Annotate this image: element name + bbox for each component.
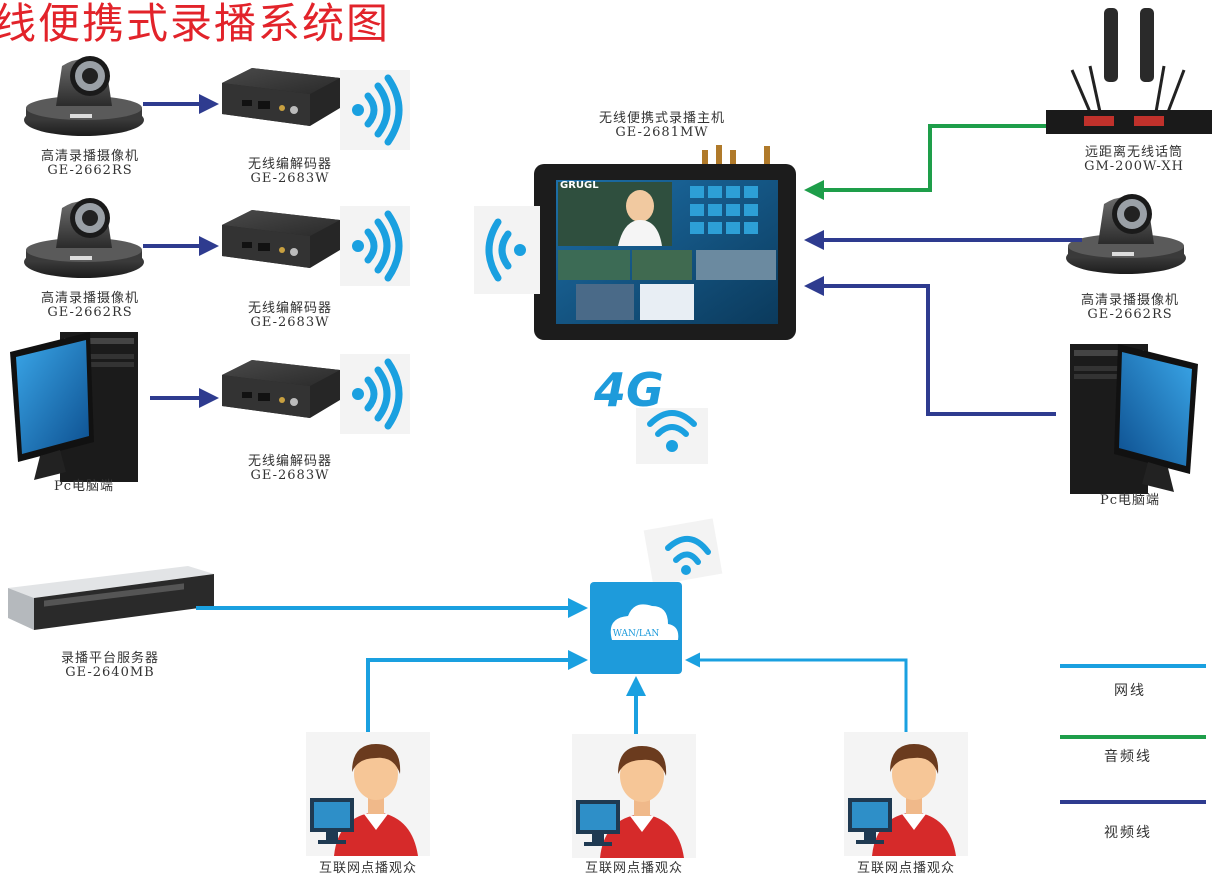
encoder-3-image [222, 360, 340, 418]
4g-signal-icon [636, 408, 708, 464]
viewer-image-1 [306, 732, 430, 856]
viewer-image-2 [572, 734, 696, 858]
audio-line [804, 124, 1046, 200]
video-line [804, 276, 1056, 416]
wifi-signal-icon [340, 354, 410, 434]
network-line [685, 652, 908, 732]
network-line [366, 650, 588, 732]
left-source-3-label: Pc电脑端 [53, 479, 115, 494]
wifi-signal-icon [340, 70, 410, 150]
viewer-1-label: 互联网点播观众 [318, 861, 418, 876]
cloud-label: WAN/LAN [613, 629, 660, 639]
hd-camera-1-image [24, 56, 144, 136]
diagram-title: 线便携式录播系统图 [0, 0, 391, 48]
viewer-image-3 [844, 732, 968, 856]
pc-terminal-left-image [10, 332, 138, 482]
host-wifi-icon [474, 206, 540, 294]
wireless-mic-image [1046, 8, 1212, 134]
right-source-3-label: Pc电脑端 [1099, 493, 1161, 508]
hd-camera-2-image [24, 198, 144, 278]
cloud-wifi-icon [643, 518, 723, 586]
cloud-icon [610, 604, 679, 640]
legend-video-label: 视频线 [1104, 825, 1152, 841]
encoder-1-image [222, 68, 340, 126]
encoder-2-image [222, 210, 340, 268]
host-recorder-image [534, 145, 796, 340]
legend-audio-label: 音频线 [1104, 749, 1152, 765]
server-image [8, 566, 214, 630]
legend-network-label: 网线 [1114, 683, 1146, 699]
viewer-2-label: 互联网点播观众 [584, 861, 684, 876]
host-brand-logo: GRUGL [560, 180, 599, 191]
pc-terminal-right-image [1070, 344, 1198, 494]
wifi-signal-icon [340, 206, 410, 286]
hd-camera-right-image [1066, 194, 1186, 274]
viewer-3-label: 互联网点播观众 [856, 861, 956, 876]
